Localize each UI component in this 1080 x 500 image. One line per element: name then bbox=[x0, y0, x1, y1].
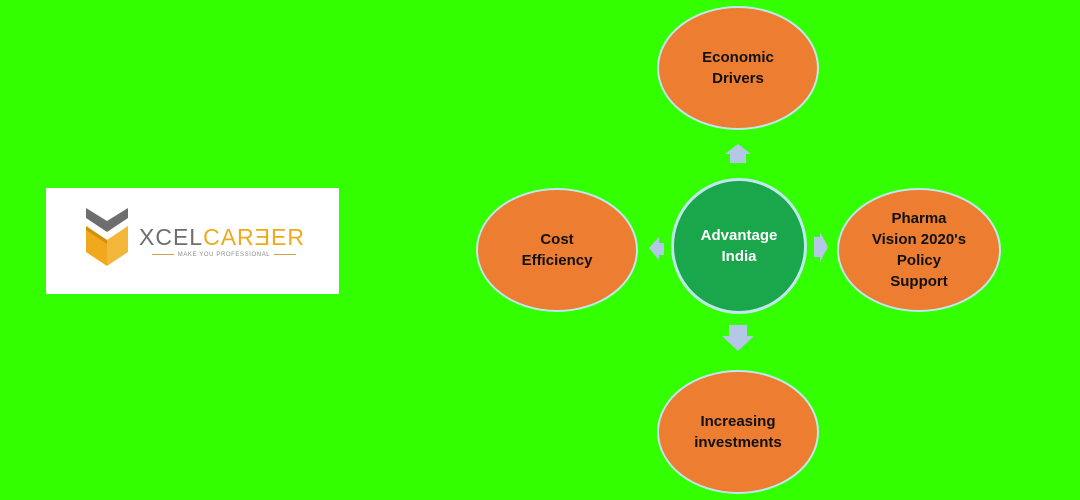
logo-word-part1: XCEL bbox=[139, 224, 204, 250]
arrow-left-icon bbox=[649, 237, 664, 260]
node-bottom-label: Increasing investments bbox=[694, 413, 782, 451]
node-center-label: Advantage India bbox=[700, 227, 778, 265]
logo-tagline: MAKE YOU PROFESSIONAL bbox=[144, 252, 304, 258]
node-bottom: Increasing investments bbox=[657, 370, 819, 494]
node-right-label: Pharma Vision 2020's Policy Support bbox=[871, 210, 967, 290]
book-logo-icon bbox=[86, 208, 128, 266]
logo-wordmark: XCELCARƎER bbox=[139, 224, 305, 250]
node-top: Economic Drivers bbox=[657, 6, 819, 130]
node-left-label: Cost Efficiency bbox=[521, 231, 593, 269]
node-top-label: Economic Drivers bbox=[702, 49, 774, 87]
node-center: Advantage India bbox=[671, 178, 807, 314]
node-right: Pharma Vision 2020's Policy Support bbox=[837, 188, 1001, 312]
logo-card: XCELCARƎER MAKE YOU PROFESSIONAL bbox=[46, 188, 339, 294]
arrow-right-icon bbox=[814, 232, 828, 262]
logo-word-part2: CARƎER bbox=[203, 224, 305, 250]
arrow-up-icon bbox=[725, 144, 751, 163]
arrow-down-icon bbox=[722, 325, 754, 351]
node-left: Cost Efficiency bbox=[476, 188, 638, 312]
